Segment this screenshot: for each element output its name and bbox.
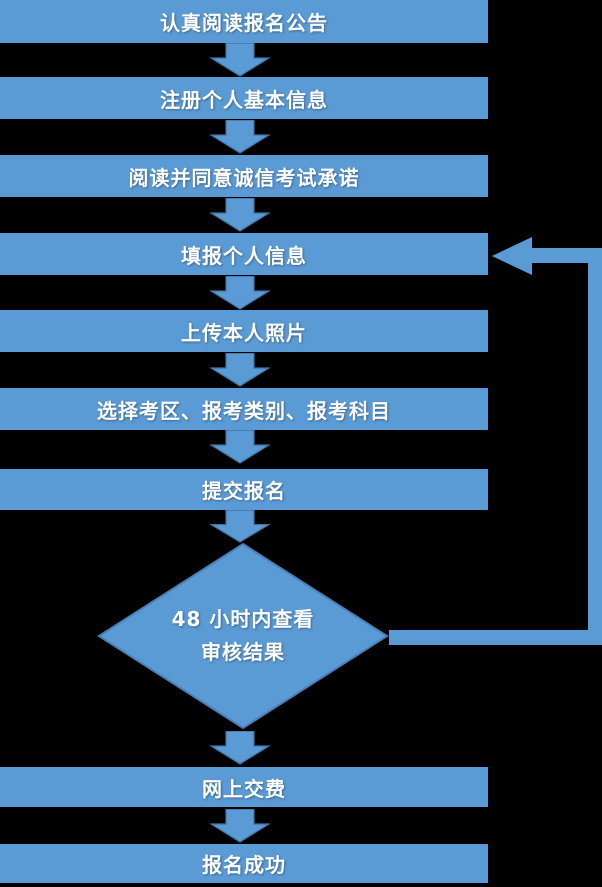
decision-label: 48 小时内查看 审核结果 bbox=[98, 603, 388, 669]
flow-step-read-announcement: 认真阅读报名公告 bbox=[0, 0, 488, 43]
flow-step-fill-personal-info: 填报个人信息 bbox=[0, 233, 488, 275]
flow-step-register-info: 注册个人基本信息 bbox=[0, 77, 488, 119]
down-arrow-icon bbox=[210, 198, 270, 232]
down-arrow-icon bbox=[210, 809, 270, 843]
flow-step-pay-online: 网上交费 bbox=[0, 767, 488, 807]
down-arrow-icon bbox=[210, 430, 270, 464]
down-arrow-icon bbox=[210, 353, 270, 387]
flow-step-upload-photo: 上传本人照片 bbox=[0, 310, 488, 352]
down-arrow-icon bbox=[210, 510, 270, 543]
loop-arrowhead-left-icon bbox=[492, 237, 532, 275]
down-arrow-icon bbox=[210, 120, 270, 154]
down-arrow-icon bbox=[210, 276, 270, 310]
flow-step-select-exam-options: 选择考区、报考类别、报考科目 bbox=[0, 388, 488, 430]
loop-connector-vertical-segment bbox=[588, 248, 602, 645]
flow-step-submit-registration: 提交报名 bbox=[0, 469, 488, 510]
down-arrow-icon bbox=[210, 43, 270, 77]
flow-step-agree-commitment: 阅读并同意诚信考试承诺 bbox=[0, 155, 488, 197]
loop-connector-bottom-segment bbox=[389, 630, 602, 645]
decision-label-line2: 审核结果 bbox=[201, 640, 285, 664]
loop-connector-top-segment bbox=[530, 248, 602, 263]
down-arrow-icon bbox=[210, 731, 270, 765]
decision-label-line1: 48 小时内查看 bbox=[171, 607, 315, 631]
flow-step-registration-success: 报名成功 bbox=[0, 844, 488, 883]
